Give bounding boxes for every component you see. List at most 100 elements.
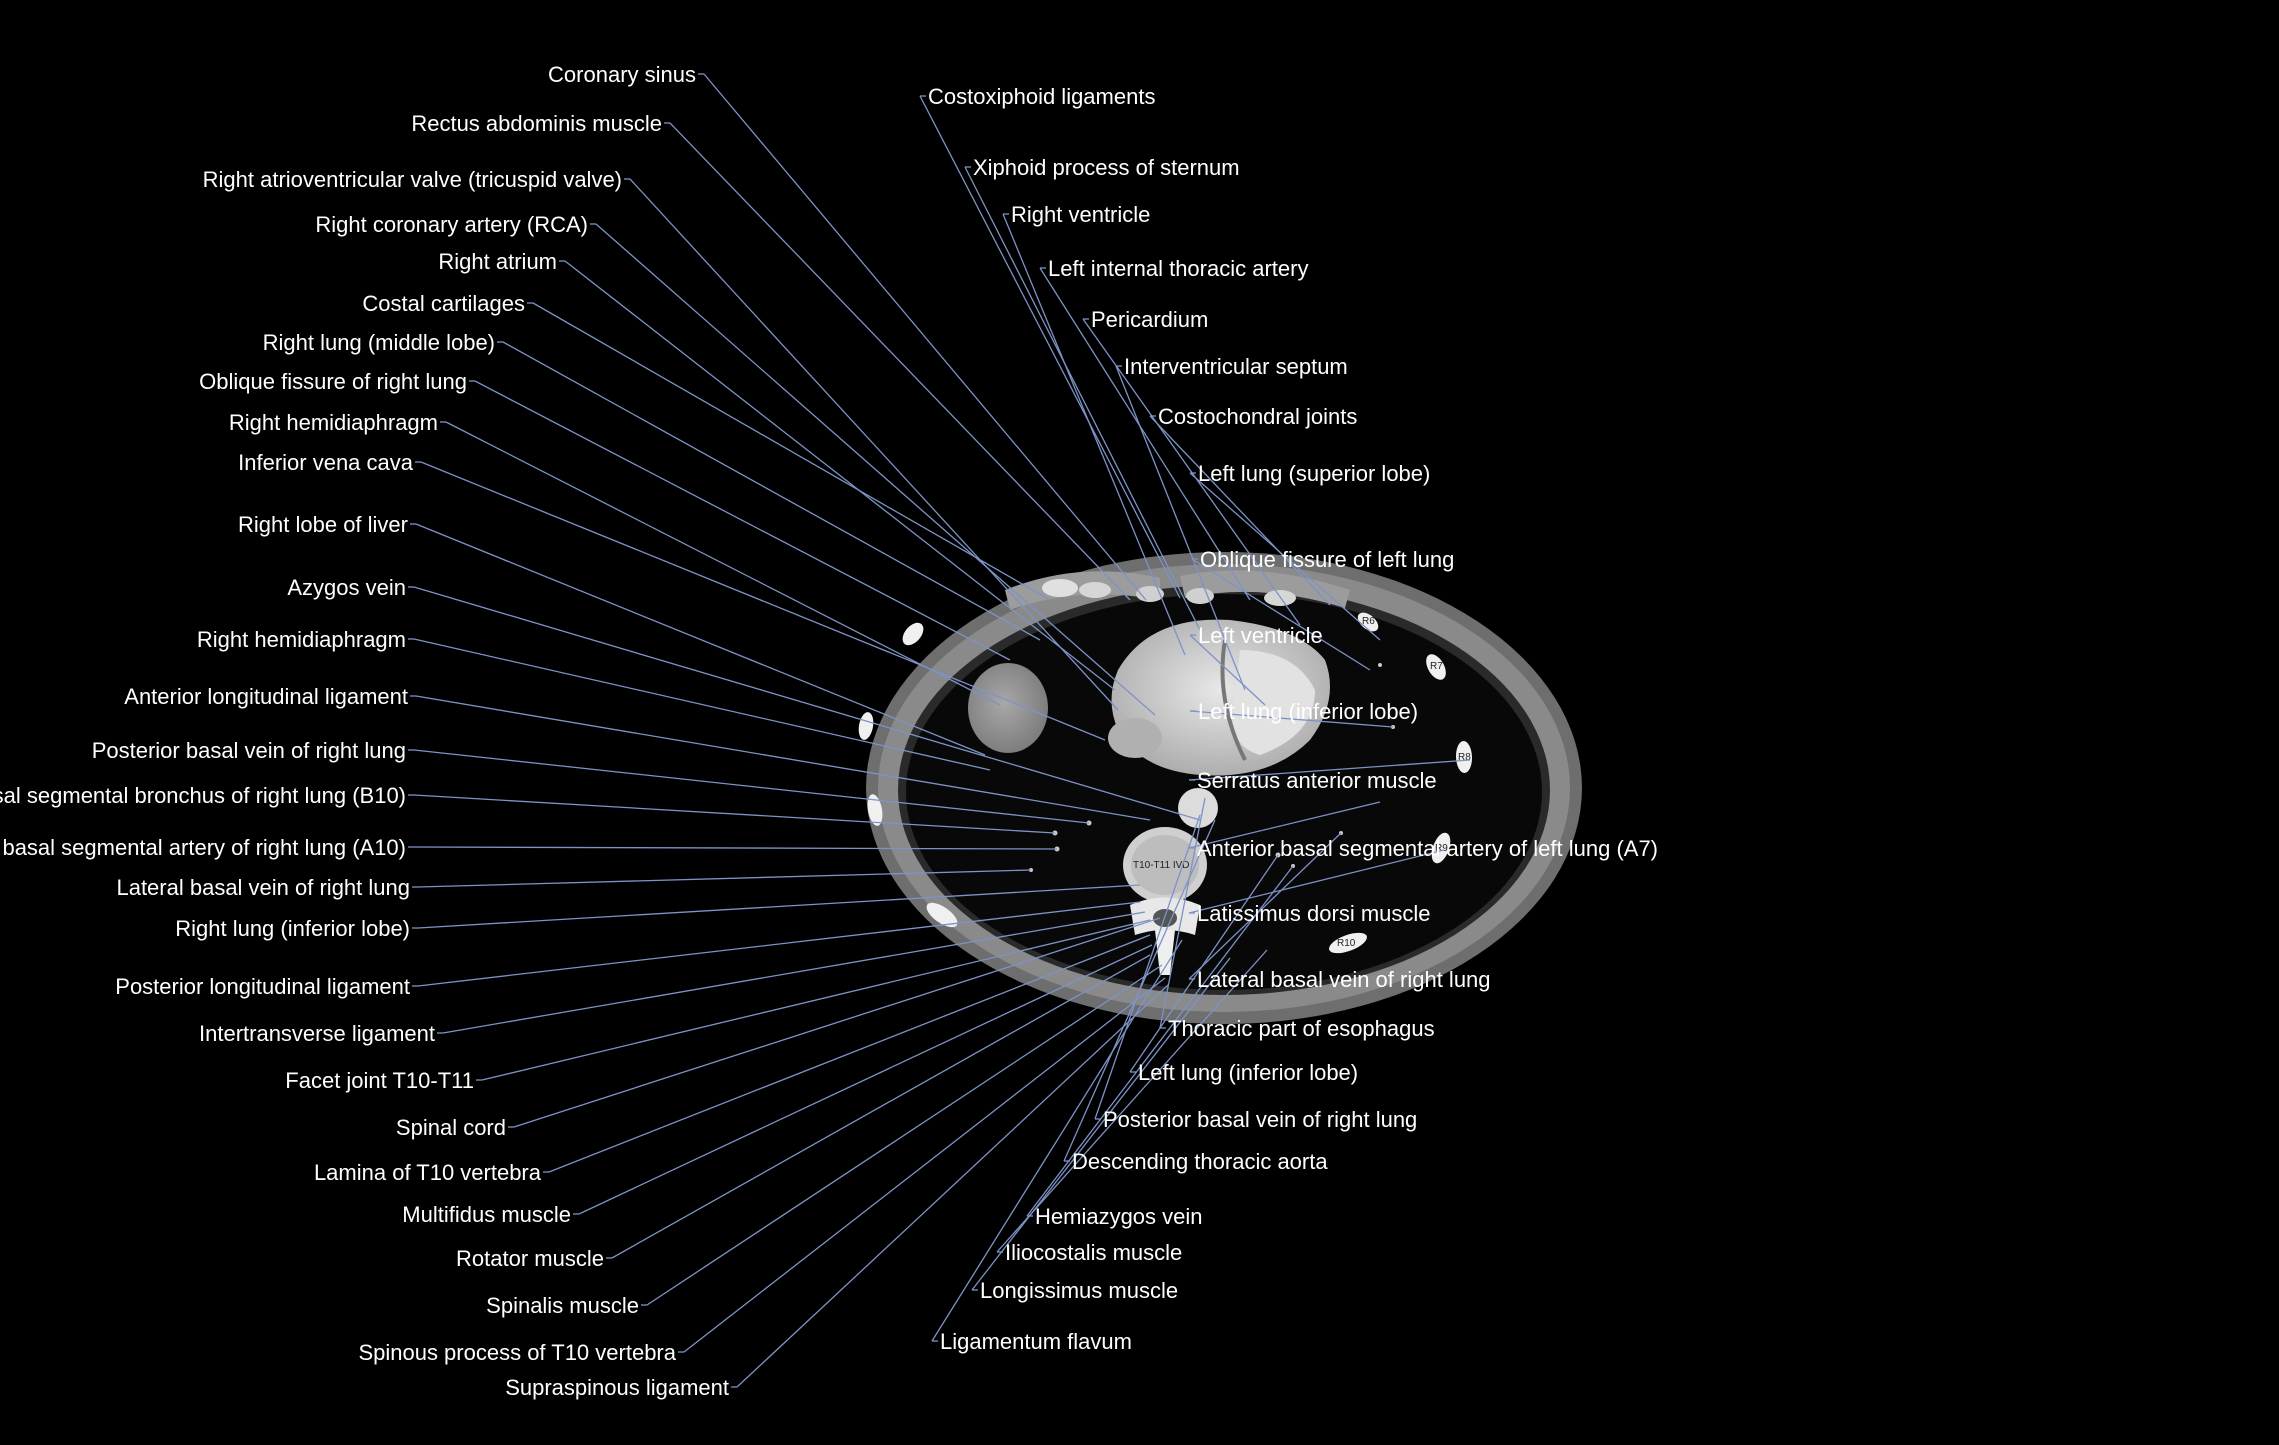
leader-right-3: [1039, 267, 1251, 601]
leader-right-0: [919, 95, 1181, 599]
rib-tag-r9: R9: [1435, 843, 1448, 854]
leader-left-8: [445, 421, 1001, 706]
label-right-2: Right ventricle: [1011, 202, 1150, 227]
label-right-5: Interventricular septum: [1124, 354, 1348, 379]
leader-right-16: [1129, 854, 1279, 1073]
label-left-18: Right lung (inferior lobe): [175, 916, 410, 941]
label-left-17: Lateral basal vein of right lung: [116, 875, 410, 900]
leader-right-11: [1188, 759, 1471, 781]
rib-tag-r6: R6: [1362, 616, 1375, 627]
label-right-17: Posterior basal vein of right lung: [1103, 1107, 1417, 1132]
label-right-1: Xiphoid process of sternum: [973, 155, 1240, 180]
label-left-28: Supraspinous ligament: [505, 1375, 729, 1400]
leader-lines: [408, 73, 1471, 1388]
label-right-9: Left ventricle: [1198, 623, 1323, 648]
leader-left-24: [578, 944, 1153, 1215]
leader-left-22: [513, 917, 1161, 1128]
leader-left-10: [415, 523, 986, 756]
body-outline: [866, 552, 1582, 1024]
leader-left-15: [413, 794, 1056, 834]
leader-right-20: [996, 949, 1268, 1253]
rib-tag-r7: R7: [1430, 661, 1443, 672]
label-left-15: Posterior basal segmental bronchus of ri…: [0, 783, 406, 808]
leader-right-1: [964, 166, 1201, 631]
leader-left-5: [532, 302, 1051, 601]
leader-left-21: [481, 919, 1151, 1081]
leader-right-18: [1063, 819, 1216, 1162]
label-left-11: Azygos vein: [287, 575, 406, 600]
label-left-8: Right hemidiaphragm: [229, 410, 438, 435]
label-right-13: Latissimus dorsi muscle: [1197, 901, 1431, 926]
label-left-1: Rectus abdominis muscle: [411, 111, 662, 136]
leader-left-3: [595, 223, 1156, 716]
leader-left-26: [646, 964, 1163, 1306]
label-right-18: Descending thoracic aorta: [1072, 1149, 1328, 1174]
label-left-6: Right lung (middle lobe): [263, 330, 495, 355]
label-left-25: Rotator muscle: [456, 1246, 604, 1271]
label-left-0: Coronary sinus: [548, 62, 696, 87]
leader-left-17: [417, 869, 1032, 888]
leader-left-4: [564, 260, 1116, 691]
anterior-chest-wall: [1005, 570, 1350, 610]
label-right-11: Serratus anterior muscle: [1197, 768, 1437, 793]
label-left-2: Right atrioventricular valve (tricuspid …: [203, 167, 622, 192]
leader-left-2: [629, 178, 1119, 711]
leader-right-15: [1159, 797, 1206, 1029]
label-left-20: Intertransverse ligament: [199, 1021, 435, 1046]
label-left-24: Multifidus muscle: [402, 1202, 571, 1227]
label-left-16: Posterior basal segmental artery of righ…: [0, 835, 406, 860]
liver: [968, 663, 1048, 753]
leader-left-23: [548, 934, 1151, 1173]
leader-right-12: [1188, 801, 1381, 849]
label-right-21: Longissimus muscle: [980, 1278, 1178, 1303]
leader-right-4: [1082, 318, 1301, 626]
leader-right-10: [1189, 710, 1394, 728]
leader-left-6: [502, 341, 1041, 641]
leader-right-22: [931, 939, 1183, 1342]
leader-left-18: [417, 884, 1141, 929]
leader-left-11: [413, 586, 1201, 821]
label-left-12: Right hemidiaphragm: [197, 627, 406, 652]
leader-right-21: [971, 957, 1231, 1291]
leader-right-9: [1189, 634, 1266, 706]
label-left-27: Spinous process of T10 vertebra: [358, 1340, 676, 1365]
leader-right-5: [1115, 365, 1246, 691]
label-right-7: Left lung (superior lobe): [1198, 461, 1430, 486]
leader-right-13: [1188, 849, 1445, 914]
descending-aorta: [1178, 788, 1218, 828]
label-right-6: Costochondral joints: [1158, 404, 1357, 429]
label-left-14: Posterior basal vein of right lung: [92, 738, 406, 763]
leader-left-12: [413, 638, 991, 771]
label-right-10: Left lung (inferior lobe): [1198, 699, 1418, 724]
label-right-4: Pericardium: [1091, 307, 1208, 332]
rib-labels: R6 R7 R8 R9 R10: [1337, 616, 1471, 949]
leader-right-19: [1026, 865, 1294, 1217]
leader-left-27: [683, 977, 1166, 1353]
label-left-26: Spinalis muscle: [486, 1293, 639, 1318]
label-right-8: Oblique fissure of left lung: [1200, 547, 1454, 572]
label-left-9: Inferior vena cava: [238, 450, 414, 475]
heart: [1108, 619, 1330, 776]
label-left-3: Right coronary artery (RCA): [315, 212, 588, 237]
leader-left-13: [415, 695, 1151, 821]
label-right-3: Left internal thoracic artery: [1048, 256, 1308, 281]
label-right-14: Lateral basal vein of right lung: [1197, 967, 1491, 992]
leader-left-1: [669, 122, 1131, 601]
leader-right-6: [1149, 415, 1331, 606]
leader-right-7: [1189, 472, 1381, 641]
leader-left-25: [611, 954, 1151, 1259]
label-left-7: Oblique fissure of right lung: [199, 369, 467, 394]
rib-tag-r8: R8: [1458, 752, 1471, 763]
label-right-19: Hemiazygos vein: [1035, 1204, 1203, 1229]
leader-left-7: [474, 380, 1011, 661]
label-left-21: Facet joint T10-T11: [285, 1068, 474, 1093]
label-right-16: Left lung (inferior lobe): [1138, 1060, 1358, 1085]
leader-right-8: [1191, 558, 1371, 671]
vertebra-tag: T10-T11 IVD: [1133, 860, 1190, 871]
label-left-5: Costal cartilages: [362, 291, 525, 316]
leader-left-20: [442, 911, 1146, 1034]
label-left-19: Posterior longitudinal ligament: [115, 974, 410, 999]
